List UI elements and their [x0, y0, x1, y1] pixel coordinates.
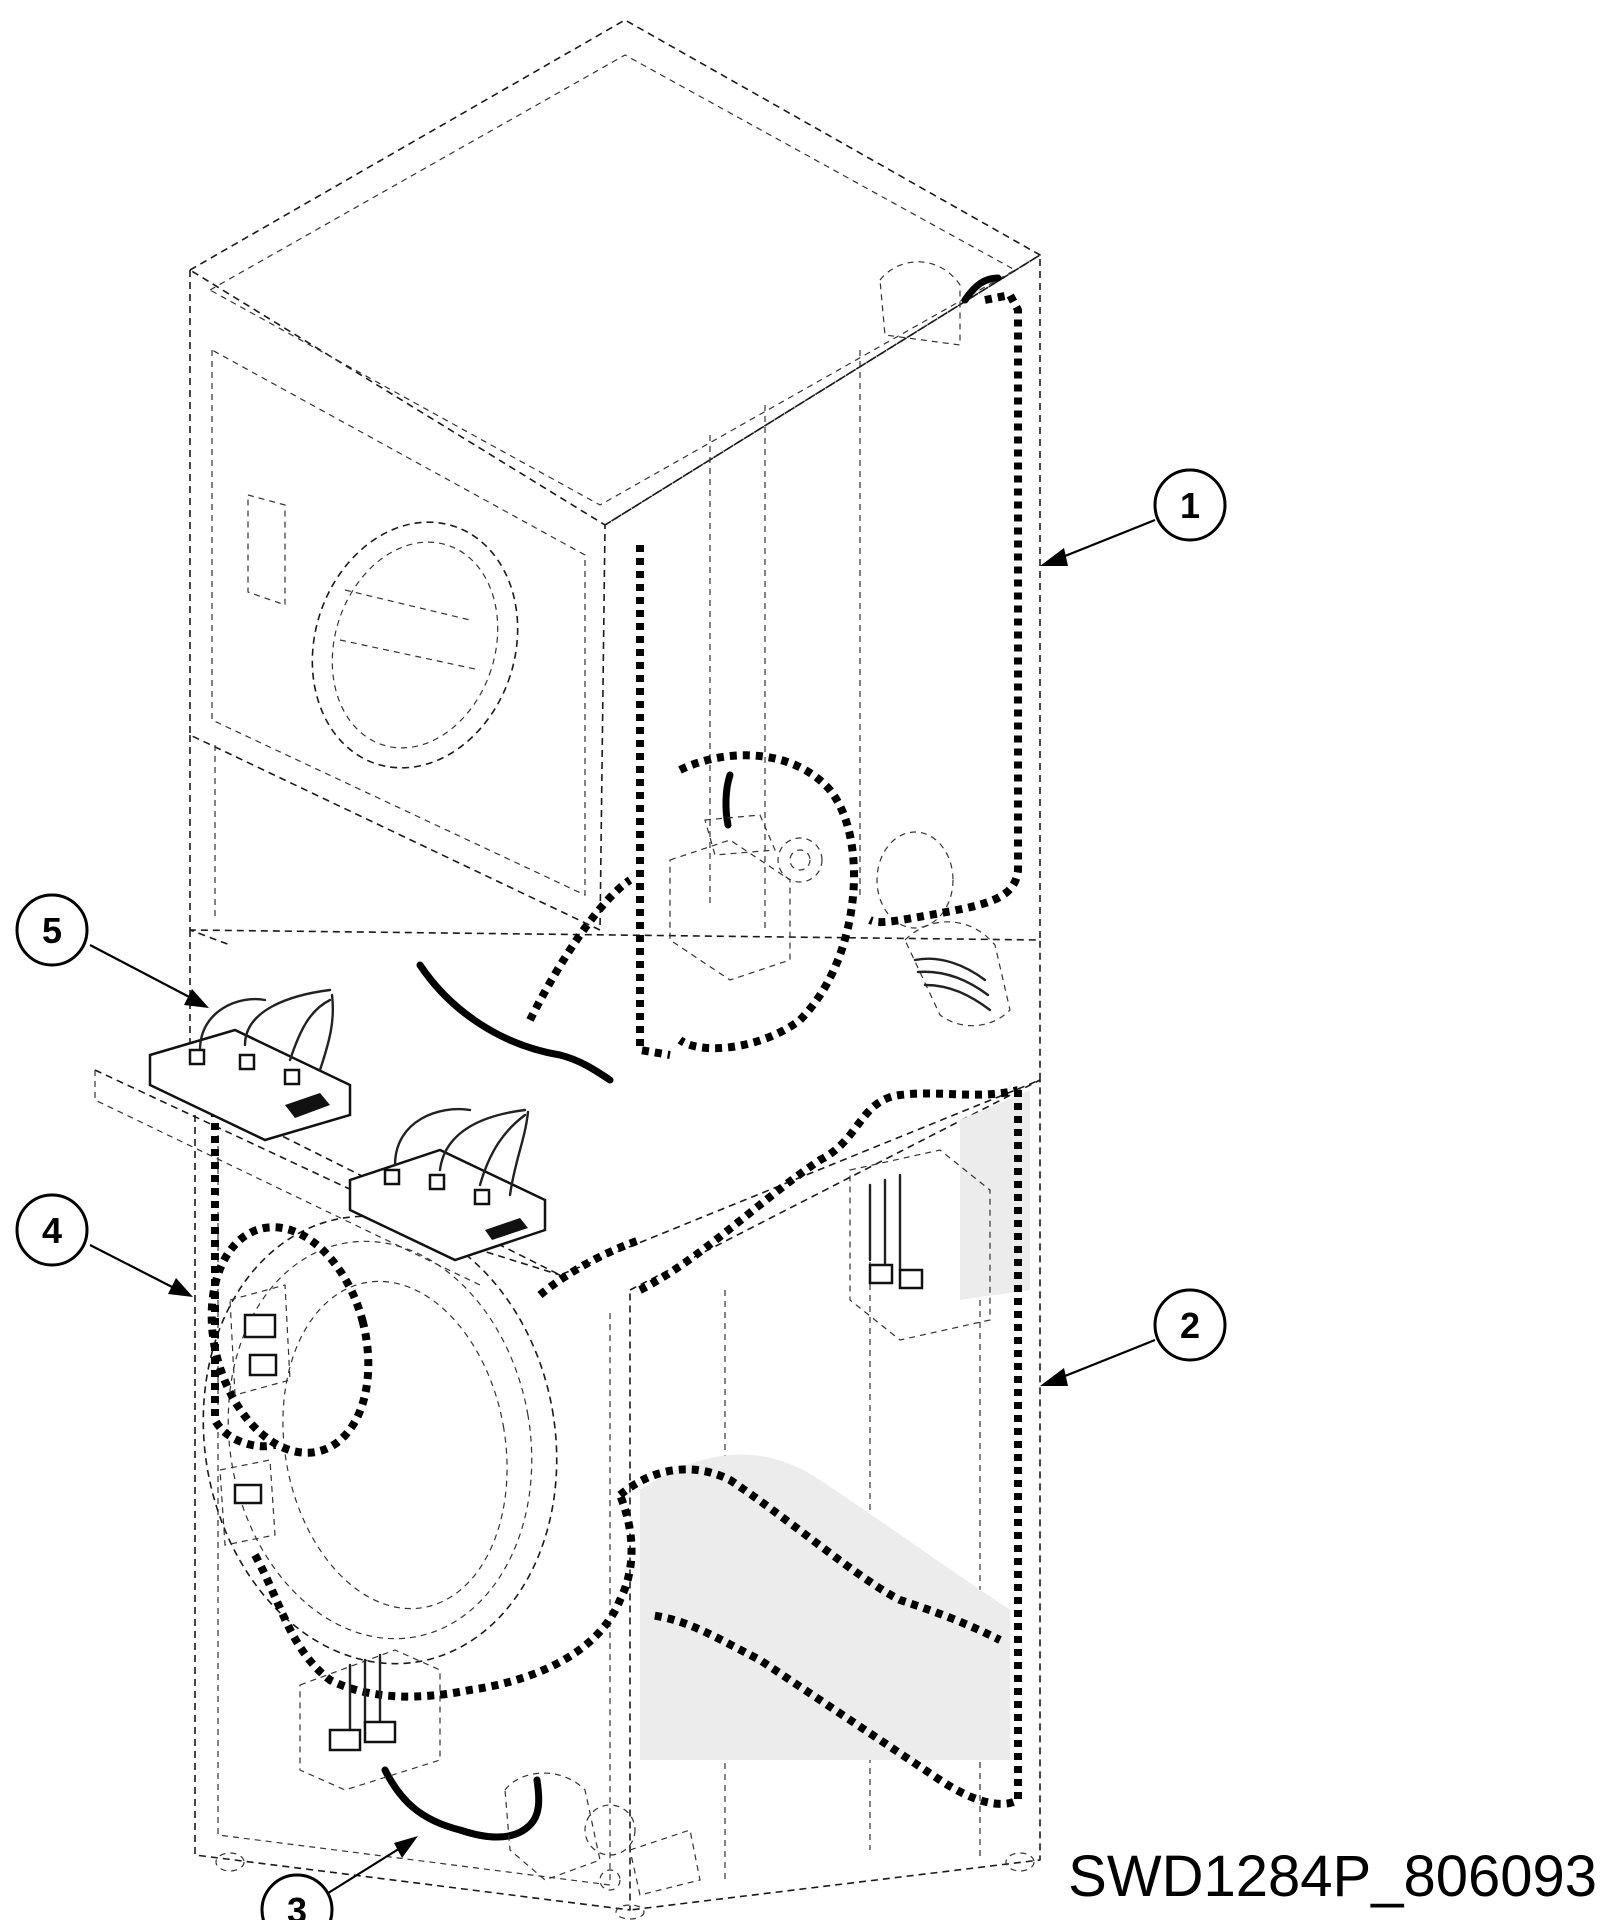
power-cables	[381, 274, 1002, 1841]
washer-side-terminal-block	[849, 1149, 991, 1341]
callout-2: 2	[1153, 1288, 1227, 1362]
svg-text:4: 4	[42, 1210, 62, 1251]
svg-text:2: 2	[1180, 1305, 1200, 1346]
callout-4: 4	[15, 1193, 89, 1267]
control-board-left	[148, 988, 352, 1142]
callout-5: 5	[15, 893, 89, 967]
washer-pump-component	[504, 1772, 701, 1896]
dryer-cabinet	[189, 19, 1041, 946]
callout-leaders	[89, 518, 1156, 1896]
control-board-right	[348, 1107, 547, 1262]
washer-door-lock-component	[229, 1284, 291, 1396]
washer-shading	[640, 1454, 1010, 1760]
washer-lower-left-sensor	[219, 1459, 276, 1546]
callout-1: 1	[1153, 468, 1227, 542]
svg-text:1: 1	[1180, 485, 1200, 526]
wire-harness-routes	[207, 291, 1022, 1808]
callout-3: 3	[260, 1873, 334, 1920]
dryer-vent-harness-component	[904, 921, 1011, 1027]
figure-caption: SWD1284P_806093	[1068, 1844, 1597, 1909]
svg-text:5: 5	[42, 910, 62, 951]
side-shading	[960, 1090, 1030, 1300]
washer-relay-board	[299, 1649, 441, 1791]
svg-text:3: 3	[287, 1890, 307, 1920]
dryer-motor-component	[669, 814, 823, 981]
